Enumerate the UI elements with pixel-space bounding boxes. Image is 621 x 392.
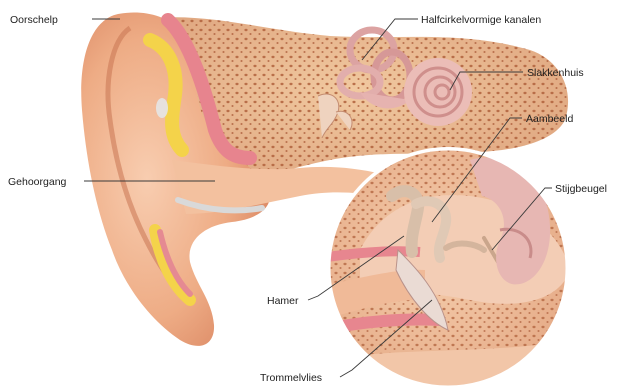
- label-hamer: Hamer: [267, 295, 299, 307]
- label-aambeeld: Aambeeld: [526, 113, 573, 125]
- label-stijgbeugel: Stijgbeugel: [555, 183, 607, 195]
- label-oorschelp: Oorschelp: [10, 14, 58, 26]
- label-halfcirkelvormige-kanalen: Halfcirkelvormige kanalen: [421, 14, 541, 26]
- label-trommelvlies: Trommelvlies: [260, 372, 322, 384]
- label-gehoorgang: Gehoorgang: [8, 176, 67, 188]
- label-slakkenhuis: Slakkenhuis: [527, 67, 584, 79]
